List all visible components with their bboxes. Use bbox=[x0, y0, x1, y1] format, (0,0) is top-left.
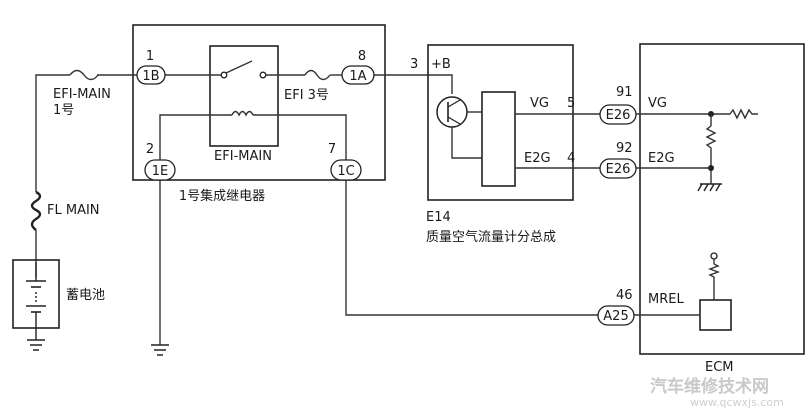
maf-sensor-box bbox=[427, 44, 574, 201]
relay-pin-7-number: 7 bbox=[328, 142, 336, 157]
maf-pin-4-number: 4 bbox=[567, 151, 575, 166]
relay-connector-1c bbox=[330, 159, 362, 181]
ecm-e2g-junction bbox=[708, 165, 714, 171]
relay-connector-1a bbox=[341, 65, 375, 85]
efi-main-fuse-label: EFI-MAIN bbox=[53, 87, 111, 102]
efi3-fuse-icon bbox=[304, 69, 331, 81]
relay-pin-2-number: 2 bbox=[146, 142, 154, 157]
maf-plus-b-label: +B bbox=[431, 57, 451, 72]
ecm-connector-e26-vg-label: E26 bbox=[606, 108, 631, 123]
relay-coil-label: EFI-MAIN bbox=[214, 149, 272, 164]
ecm-pin-46-number: 46 bbox=[616, 288, 633, 303]
battery-ground-icon bbox=[27, 339, 45, 351]
maf-vg-label: VG bbox=[530, 96, 549, 111]
relay-switch-contact bbox=[220, 60, 267, 79]
ecm-pin-91-number: 91 bbox=[616, 85, 633, 100]
ecm-vg-label: VG bbox=[648, 96, 667, 111]
watermark-url: www.qcwxjs.com bbox=[690, 396, 784, 409]
relay-coil-icon bbox=[231, 110, 254, 117]
ecm-e2g-label: E2G bbox=[648, 151, 675, 166]
relay-switch-box bbox=[209, 45, 279, 147]
ecm-connector-e26-e2g-label: E26 bbox=[606, 162, 631, 177]
maf-e2g-label: E2G bbox=[524, 151, 551, 166]
relay-connector-1e-label: 1E bbox=[152, 164, 169, 179]
integrated-relay-box bbox=[132, 24, 386, 181]
ecm-mrel-resistor-icon bbox=[708, 263, 720, 300]
ecm-ground-icon bbox=[697, 183, 722, 192]
maf-element-box bbox=[481, 91, 516, 187]
maf-id-label: E14 bbox=[426, 210, 451, 225]
relay-ground-icon bbox=[151, 344, 169, 356]
relay-connector-1c-label: 1C bbox=[337, 164, 354, 179]
relay-connector-1e bbox=[144, 159, 176, 181]
ecm-box bbox=[639, 43, 805, 355]
maf-pin-3-number: 3 bbox=[410, 57, 418, 72]
efi3-fuse-label: EFI 3号 bbox=[284, 88, 329, 103]
relay-connector-1b-label: 1B bbox=[142, 69, 159, 84]
maf-transistor-icon bbox=[436, 96, 468, 128]
ecm-mrel-label: MREL bbox=[648, 292, 684, 307]
efi-main-fuse-number-label: 1号 bbox=[53, 103, 74, 118]
relay-pin-1-number: 1 bbox=[146, 49, 154, 64]
ecm-pin-92-number: 92 bbox=[616, 141, 633, 156]
fl-main-fuse-label: FL MAIN bbox=[47, 203, 100, 218]
ecm-label: ECM bbox=[705, 360, 734, 375]
ecm-vg-resistor-icon bbox=[729, 108, 758, 120]
ecm-pulldown-resistor-icon bbox=[705, 125, 717, 168]
maf-pin-5-number: 5 bbox=[567, 96, 575, 111]
relay-connector-1a-label: 1A bbox=[349, 69, 366, 84]
maf-name-label: 质量空气流量计分总成 bbox=[426, 229, 556, 245]
battery-icon bbox=[26, 262, 46, 340]
fl-main-fuse-icon bbox=[30, 190, 42, 231]
relay-pin-8-number: 8 bbox=[358, 49, 366, 64]
efi-main-fuse-icon bbox=[69, 69, 99, 81]
watermark-text: 汽车维修技术网 bbox=[650, 376, 769, 397]
relay-name-label: 1号集成继电器 bbox=[179, 188, 265, 204]
ecm-mrel-driver-box bbox=[699, 299, 732, 331]
ecm-connector-a25-label: A25 bbox=[603, 309, 628, 324]
battery-label: 蓄电池 bbox=[66, 288, 105, 303]
ecm-mrel-supply-terminal bbox=[710, 252, 718, 260]
relay-connector-1b bbox=[136, 65, 166, 85]
